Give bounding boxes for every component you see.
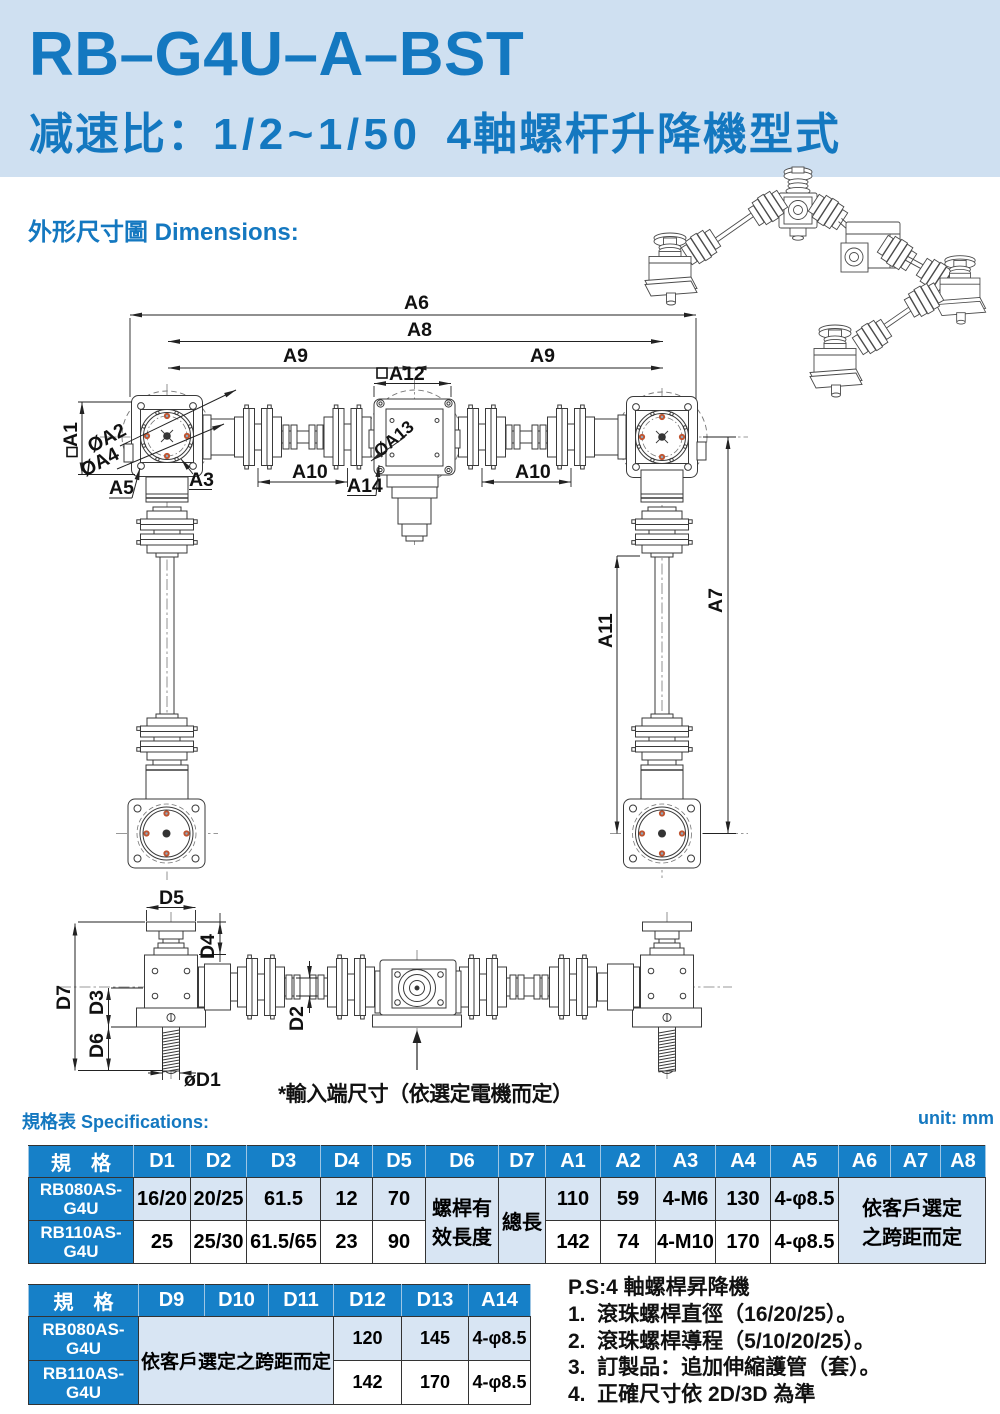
svg-text:D2: D2	[286, 1006, 308, 1031]
svg-text:D7: D7	[53, 985, 75, 1010]
svg-text:D5: D5	[159, 887, 184, 909]
svg-text:A7: A7	[705, 588, 727, 613]
svg-text:A1: A1	[60, 422, 82, 447]
svg-text:A5: A5	[109, 477, 134, 499]
svg-text:A10: A10	[292, 461, 328, 483]
svg-text:A11: A11	[595, 613, 617, 648]
svg-text:D6: D6	[86, 1033, 108, 1058]
svg-text:ØA4: ØA4	[77, 443, 123, 481]
svg-text:A9: A9	[530, 345, 555, 367]
svg-text:A12: A12	[389, 363, 425, 385]
svg-text:D4: D4	[197, 934, 219, 959]
svg-text:A10: A10	[515, 461, 551, 483]
svg-text:A6: A6	[404, 292, 429, 314]
svg-text:A8: A8	[407, 319, 432, 341]
svg-text:øD1: øD1	[184, 1069, 221, 1091]
svg-text:A14: A14	[347, 475, 383, 497]
svg-text:D3: D3	[86, 990, 108, 1015]
svg-text:A3: A3	[189, 469, 214, 491]
svg-text:A9: A9	[283, 345, 308, 367]
